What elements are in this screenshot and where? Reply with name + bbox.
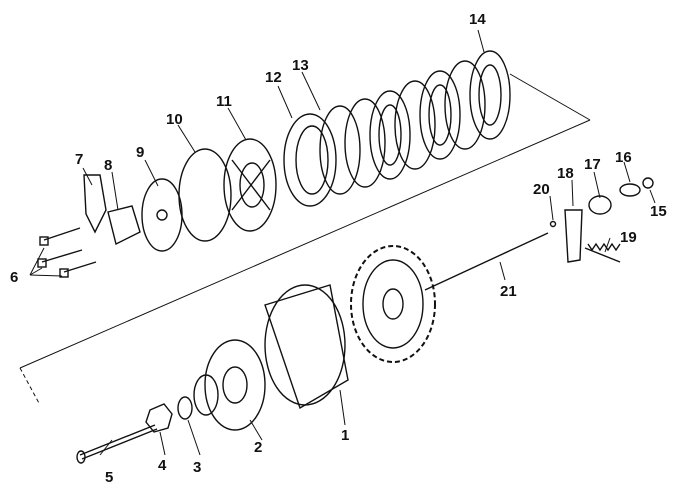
clutch-housing	[264, 284, 349, 410]
pressure-plate	[283, 113, 337, 207]
clutch-hub	[223, 138, 277, 232]
callout-18: 18	[557, 165, 574, 182]
callout-13: 13	[292, 57, 309, 74]
callout-12: 12	[265, 69, 282, 86]
callout-5: 5	[105, 469, 113, 486]
bolts	[37, 227, 97, 278]
nut	[145, 403, 173, 433]
callout-1: 1	[341, 427, 349, 444]
callout-21: 21	[500, 283, 517, 300]
friction-disc	[178, 148, 232, 242]
long-bolt	[76, 424, 158, 464]
callout-2: 2	[254, 439, 262, 456]
callout-9: 9	[136, 144, 144, 161]
callout-15: 15	[650, 203, 667, 220]
lever-bracket	[83, 174, 141, 246]
callout-19: 19	[620, 229, 637, 246]
axis-lines	[19, 73, 591, 406]
callout-11: 11	[216, 93, 232, 110]
callout-6: 6	[10, 269, 18, 286]
callout-17: 17	[584, 156, 601, 173]
release-lever-group	[549, 177, 654, 263]
callout-20: 20	[533, 181, 550, 198]
callout-8: 8	[104, 157, 112, 174]
callout-3: 3	[193, 459, 201, 476]
clutch-plate-stack	[319, 50, 511, 195]
callout-10: 10	[166, 111, 183, 128]
callout-16: 16	[615, 149, 632, 166]
callout-7: 7	[75, 151, 83, 168]
spring-plate	[141, 178, 183, 252]
callout-14: 14	[469, 11, 486, 28]
push-rod	[424, 232, 549, 291]
sprocket	[350, 245, 436, 363]
clutch-drum	[193, 339, 266, 431]
callout-labels: 1 2 3 4 5 6 7 8 9 10 11 12 13 14 15 16 1…	[10, 11, 667, 486]
washer	[177, 396, 193, 420]
leader-lines	[29, 29, 656, 456]
callout-4: 4	[158, 457, 167, 474]
